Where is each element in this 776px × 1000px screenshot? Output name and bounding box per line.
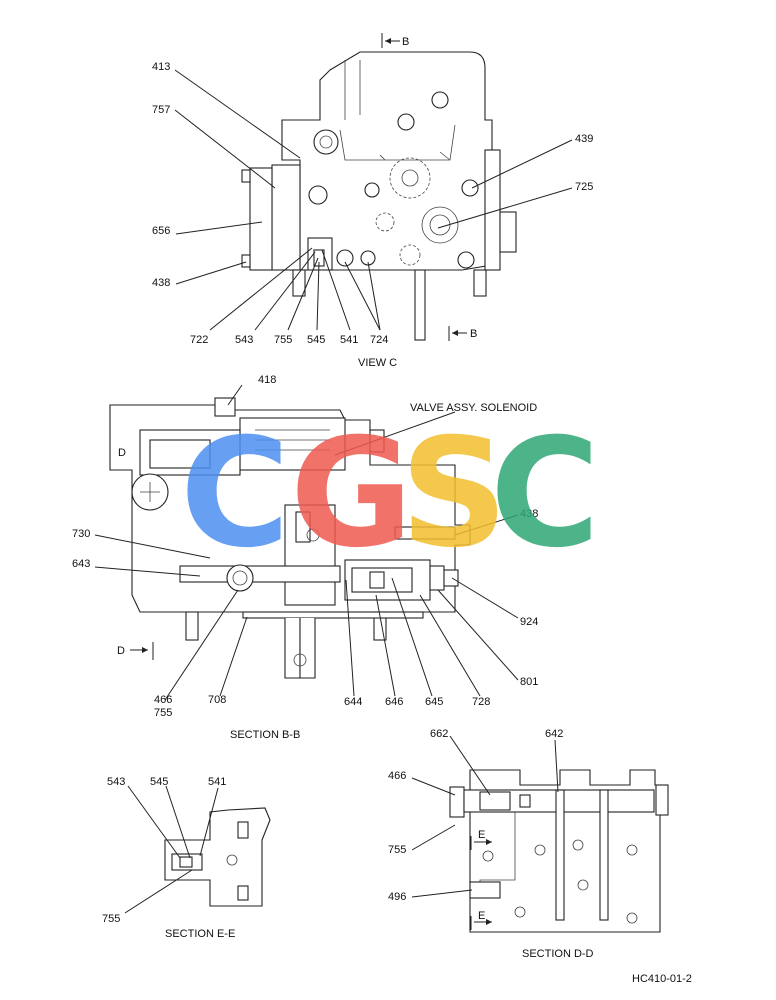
part-label: 656 — [152, 225, 170, 237]
part-label: 438 — [520, 508, 538, 520]
valve-callout: VALVE ASSY. SOLENOID — [410, 402, 537, 414]
section-dd-title: SECTION D-D — [522, 948, 594, 960]
part-label: 722 — [190, 334, 208, 346]
part-label: 543 — [107, 776, 125, 788]
section-dd-drawing — [411, 735, 669, 933]
section-bb-drawing — [94, 384, 519, 701]
part-label: 645 — [425, 696, 443, 708]
part-label: 924 — [520, 616, 538, 628]
part-label: 755 — [154, 707, 172, 719]
section-bb-d-arrow: D — [117, 645, 125, 657]
view-c-labels: VIEW C B B 413 757 656 438 439 725 722 5… — [152, 36, 593, 369]
part-label: 725 — [575, 181, 593, 193]
part-label: 466 — [154, 694, 172, 706]
part-label: 646 — [385, 696, 403, 708]
document-code: HC410-01-2 — [632, 973, 692, 985]
section-ee-title: SECTION E-E — [165, 928, 235, 940]
part-label: 662 — [430, 728, 448, 740]
part-label: 728 — [472, 696, 490, 708]
part-label: 418 — [258, 374, 276, 386]
part-label: 545 — [150, 776, 168, 788]
part-label: 644 — [344, 696, 362, 708]
section-dd-arrow-e: E — [478, 829, 485, 841]
watermark-letter: G — [290, 407, 413, 581]
watermark-letter: C — [490, 407, 600, 581]
view-c-drawing — [174, 33, 573, 341]
section-bb-title: SECTION B-B — [230, 729, 300, 741]
watermark-letter: S — [400, 407, 508, 581]
part-label: 755 — [102, 913, 120, 925]
section-ee-labels: SECTION E-E 543 545 541 755 — [102, 776, 235, 940]
part-label: 757 — [152, 104, 170, 116]
view-c-arrow-top: B — [402, 36, 409, 48]
section-ee-drawing — [124, 785, 271, 914]
section-bb-d-marker: D — [118, 447, 126, 459]
part-label: 708 — [208, 694, 226, 706]
part-label: 466 — [388, 770, 406, 782]
part-label: 755 — [388, 844, 406, 856]
part-label: 643 — [72, 558, 90, 570]
part-label: 413 — [152, 61, 170, 73]
part-label: 755 — [274, 334, 292, 346]
view-c-arrow-bottom: B — [470, 328, 477, 340]
part-label: 801 — [520, 676, 538, 688]
part-label: 724 — [370, 334, 388, 346]
part-label: 545 — [307, 334, 325, 346]
watermark-letter: C — [180, 407, 290, 581]
part-label: 541 — [340, 334, 358, 346]
view-c-title: VIEW C — [358, 357, 397, 369]
section-dd-labels: SECTION D-D E E 466 662 642 755 496 — [388, 728, 594, 960]
part-label: 730 — [72, 528, 90, 540]
part-label: 439 — [575, 133, 593, 145]
section-dd-arrow-e-lower: E — [478, 910, 485, 922]
part-label: 543 — [235, 334, 253, 346]
part-label: 541 — [208, 776, 226, 788]
section-bb-labels: SECTION B-B VALVE ASSY. SOLENOID D D 418… — [72, 374, 538, 741]
part-label: 642 — [545, 728, 563, 740]
part-label: 438 — [152, 277, 170, 289]
part-label: 496 — [388, 891, 406, 903]
watermark-logo: C G S C — [180, 407, 600, 581]
